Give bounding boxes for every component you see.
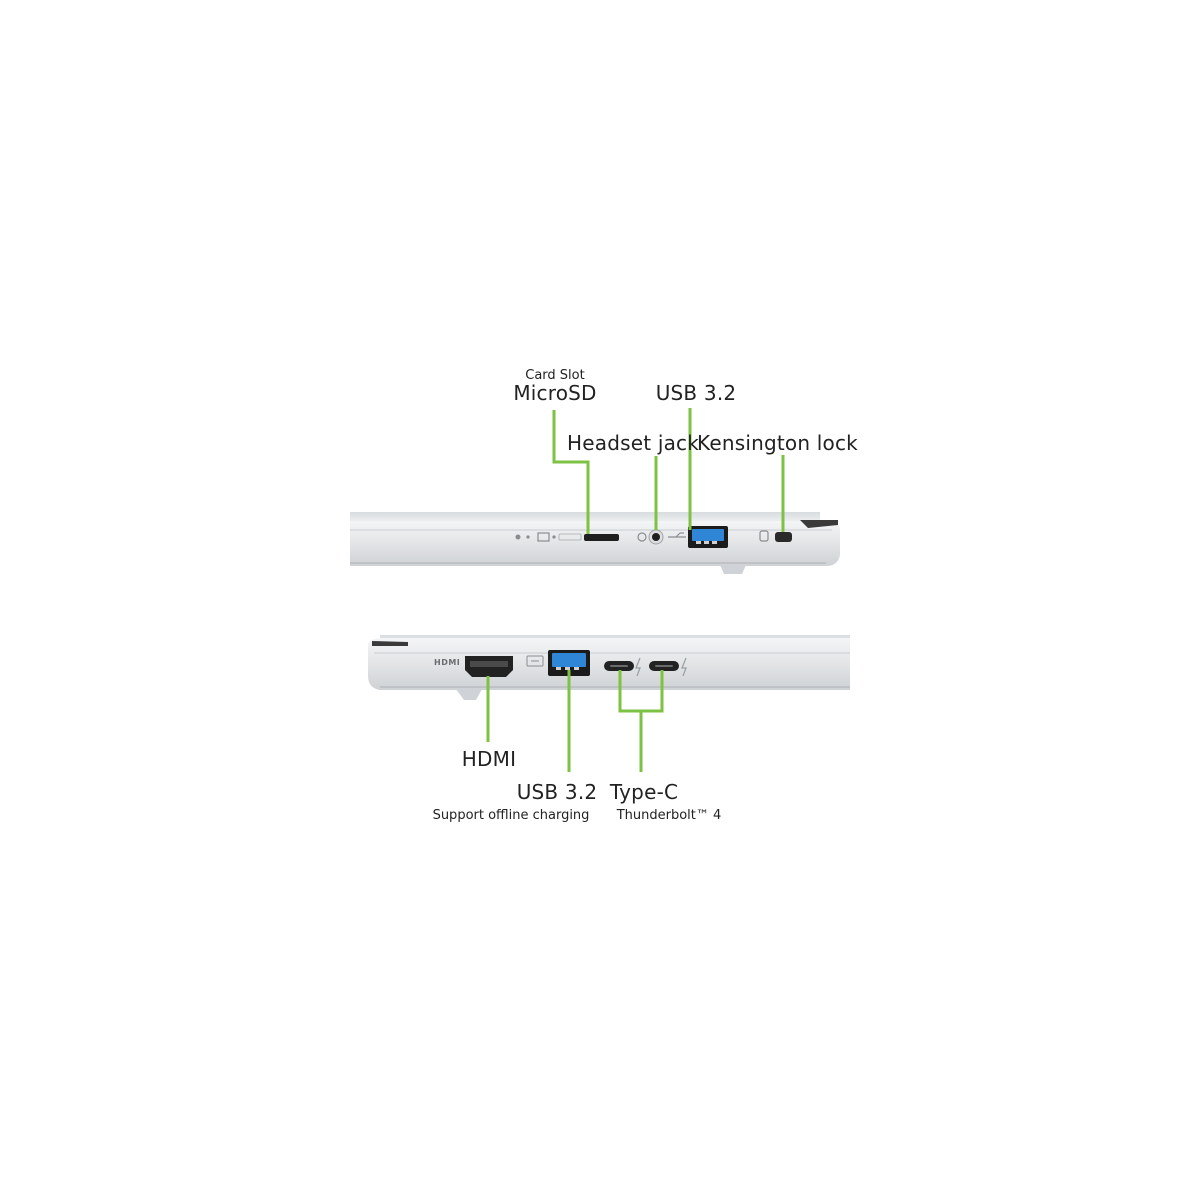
headset-jack-label: Headset jack (567, 431, 700, 455)
hdmi-logo: HDMI (434, 658, 461, 667)
usb-right-label: USB 3.2 (655, 381, 737, 405)
usb-left-label: USB 3.2 (516, 780, 598, 804)
microsd-slot (584, 534, 619, 541)
sd-reader-label-icon (558, 533, 582, 541)
usb-charge-icon (526, 655, 544, 667)
typec-note: Thunderbolt™ 4 (616, 808, 722, 823)
thunderbolt-icon-1 (635, 657, 641, 677)
usb-a-port-right (688, 526, 728, 548)
usb-a-port-left (548, 650, 590, 676)
card-slot-caption: Card Slot (525, 368, 585, 383)
kensington-lock-label: Kensington lock (697, 431, 858, 455)
led-dot-icon-2 (552, 535, 556, 539)
laptop-right-chassis (350, 512, 840, 574)
power-led-icon (515, 534, 521, 540)
leader-lines-right (552, 408, 785, 534)
led-dot-icon (526, 535, 530, 539)
leader-lines-left (486, 670, 664, 772)
usb-symbol-icon (668, 532, 686, 538)
kensington-lock-slot (759, 530, 792, 542)
typec-label: Type-C (609, 780, 679, 804)
battery-led-icon (537, 532, 550, 542)
usb-left-note: Support offline charging (432, 808, 590, 823)
thunderbolt-icon-2 (681, 657, 687, 677)
leader-microsd (552, 410, 590, 534)
status-led-icons (515, 532, 582, 542)
typec-port-1 (604, 661, 634, 671)
lock-icon (759, 530, 769, 542)
hdmi-port (465, 656, 513, 677)
headphone-icon (637, 532, 647, 542)
hdmi-label: HDMI (461, 747, 517, 771)
typec-port-2 (649, 661, 679, 671)
microsd-label: MicroSD (513, 381, 597, 405)
